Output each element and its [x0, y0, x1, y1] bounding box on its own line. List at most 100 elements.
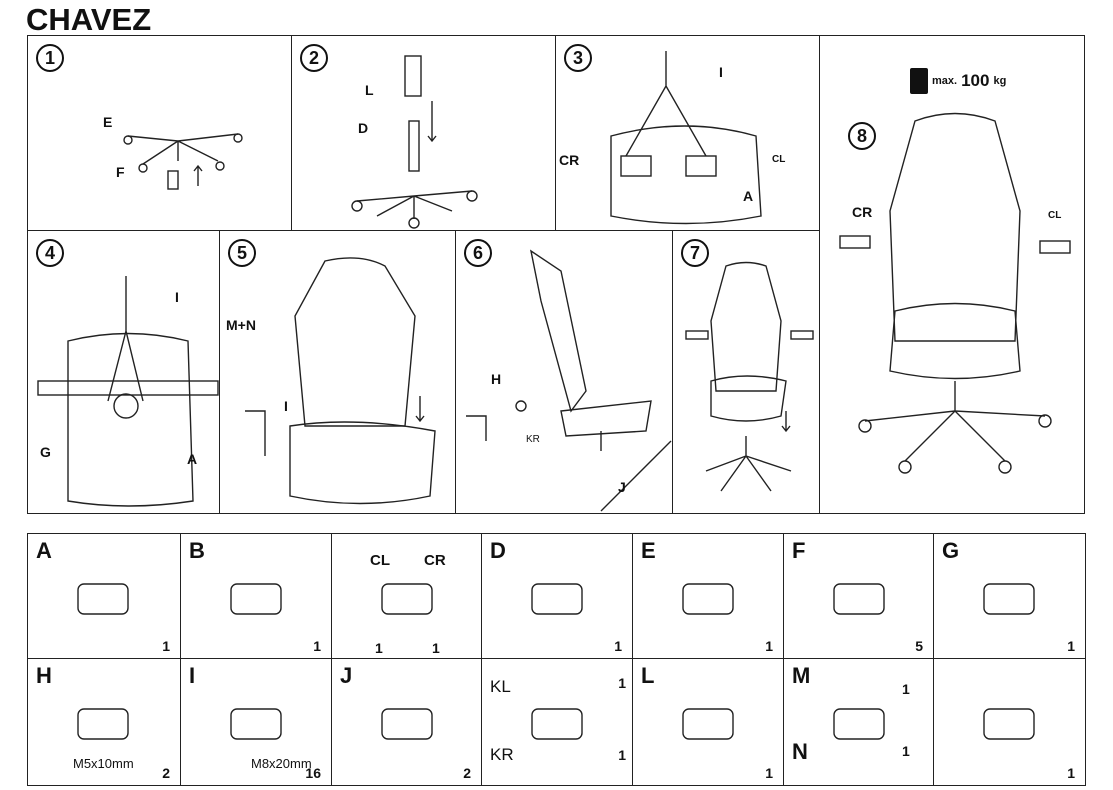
part-cell-H: H M5x10mm 2	[27, 658, 181, 786]
part-qty: 1	[1067, 765, 1075, 781]
chair-base-illustration	[123, 133, 243, 190]
part-qty: 2	[463, 765, 471, 781]
step-number: 3	[564, 44, 592, 72]
gas-lift-illustration	[351, 55, 478, 229]
part-id: CR	[424, 552, 446, 569]
step-number: 8	[848, 122, 876, 150]
part-qty: 1	[1067, 638, 1075, 654]
label-CL: CL	[772, 154, 786, 165]
part-qty: 1	[375, 640, 383, 656]
step-number: 2	[300, 44, 328, 72]
part-spec: M8x20mm	[251, 756, 312, 771]
part-id: H	[36, 663, 52, 688]
part-cell-M: M N 1 1	[783, 658, 934, 786]
label-E: E	[103, 114, 113, 130]
part-id: D	[490, 538, 506, 563]
label-A: A	[187, 451, 198, 467]
step-7-panel: 7	[672, 230, 820, 514]
part-illustration	[77, 583, 129, 615]
mechanism-illustration	[37, 276, 219, 507]
part-illustration	[833, 708, 885, 740]
assembled-chair-illustration	[839, 112, 1071, 474]
part-qty: 1	[614, 638, 622, 654]
part-qty: 16	[305, 765, 321, 781]
label-H: H	[491, 371, 502, 387]
part-illustration	[983, 583, 1035, 615]
part-cell-KL-KR: KL KR 1 1	[481, 658, 633, 786]
part-qty: 1	[902, 743, 910, 759]
label-D: D	[358, 120, 369, 136]
step-number: 5	[228, 239, 256, 267]
label-I: I	[719, 64, 723, 80]
label-G: G	[40, 444, 51, 460]
side-chair-illustration	[466, 249, 672, 512]
step-8-panel: 8 CR CL	[819, 35, 1085, 514]
label-L: L	[365, 82, 374, 98]
max-weight-badge: max. 100 kg	[910, 68, 1006, 94]
step-number: 4	[36, 239, 64, 267]
seat-bottom-illustration	[610, 51, 762, 225]
step-number: 1	[36, 44, 64, 72]
backrest-illustration	[245, 257, 436, 505]
part-id: I	[189, 663, 196, 688]
part-id: M	[792, 663, 811, 688]
part-illustration	[833, 583, 885, 615]
part-illustration	[77, 708, 129, 740]
part-qty: 1	[902, 681, 910, 697]
part-illustration	[230, 708, 282, 740]
label-CL: CL	[1048, 210, 1062, 221]
part-qty: 1	[162, 638, 170, 654]
part-id: L	[641, 663, 655, 688]
part-illustration	[531, 708, 583, 740]
part-id: G	[942, 538, 960, 563]
weight-value: 100	[961, 71, 990, 90]
part-illustration	[381, 583, 433, 615]
part-illustration	[682, 583, 734, 615]
part-id: J	[340, 663, 353, 688]
part-id: E	[641, 538, 656, 563]
document-title: CHAVEZ	[26, 2, 152, 37]
part-qty: 1	[765, 765, 773, 781]
label-I: I	[284, 398, 288, 414]
part-id: F	[792, 538, 806, 563]
step-number: 7	[681, 239, 709, 267]
part-qty: 1	[765, 638, 773, 654]
chair-on-base-illustration	[685, 261, 814, 492]
part-qty: 2	[162, 765, 170, 781]
part-id: B	[189, 538, 205, 563]
part-illustration	[983, 708, 1035, 740]
weight-icon	[910, 68, 928, 94]
part-id: KR	[490, 745, 514, 764]
step-number: 6	[464, 239, 492, 267]
part-spec: M5x10mm	[73, 756, 134, 771]
weight-unit: kg	[993, 75, 1007, 87]
part-illustration	[381, 708, 433, 740]
label-I: I	[175, 289, 179, 305]
part-illustration	[230, 583, 282, 615]
part-illustration	[531, 583, 583, 615]
label-J: J	[618, 479, 626, 495]
weight-prefix: max.	[932, 75, 958, 87]
step-3-panel: 3 I CR CL A	[555, 35, 820, 231]
part-qty: 5	[915, 638, 923, 654]
label-KR: KR	[526, 434, 540, 445]
part-qty: 1	[618, 675, 626, 691]
part-id: N	[792, 739, 808, 764]
label-M-N: M+N	[226, 317, 256, 333]
part-cell-hex-key: 1	[933, 658, 1086, 786]
part-qty: 1	[618, 747, 626, 763]
step-5-panel: 5 M+N I	[219, 230, 456, 514]
step-1-panel: 1 E F	[27, 35, 292, 231]
part-qty: 1	[313, 638, 321, 654]
part-id: A	[36, 538, 52, 563]
part-id: KL	[490, 677, 511, 696]
